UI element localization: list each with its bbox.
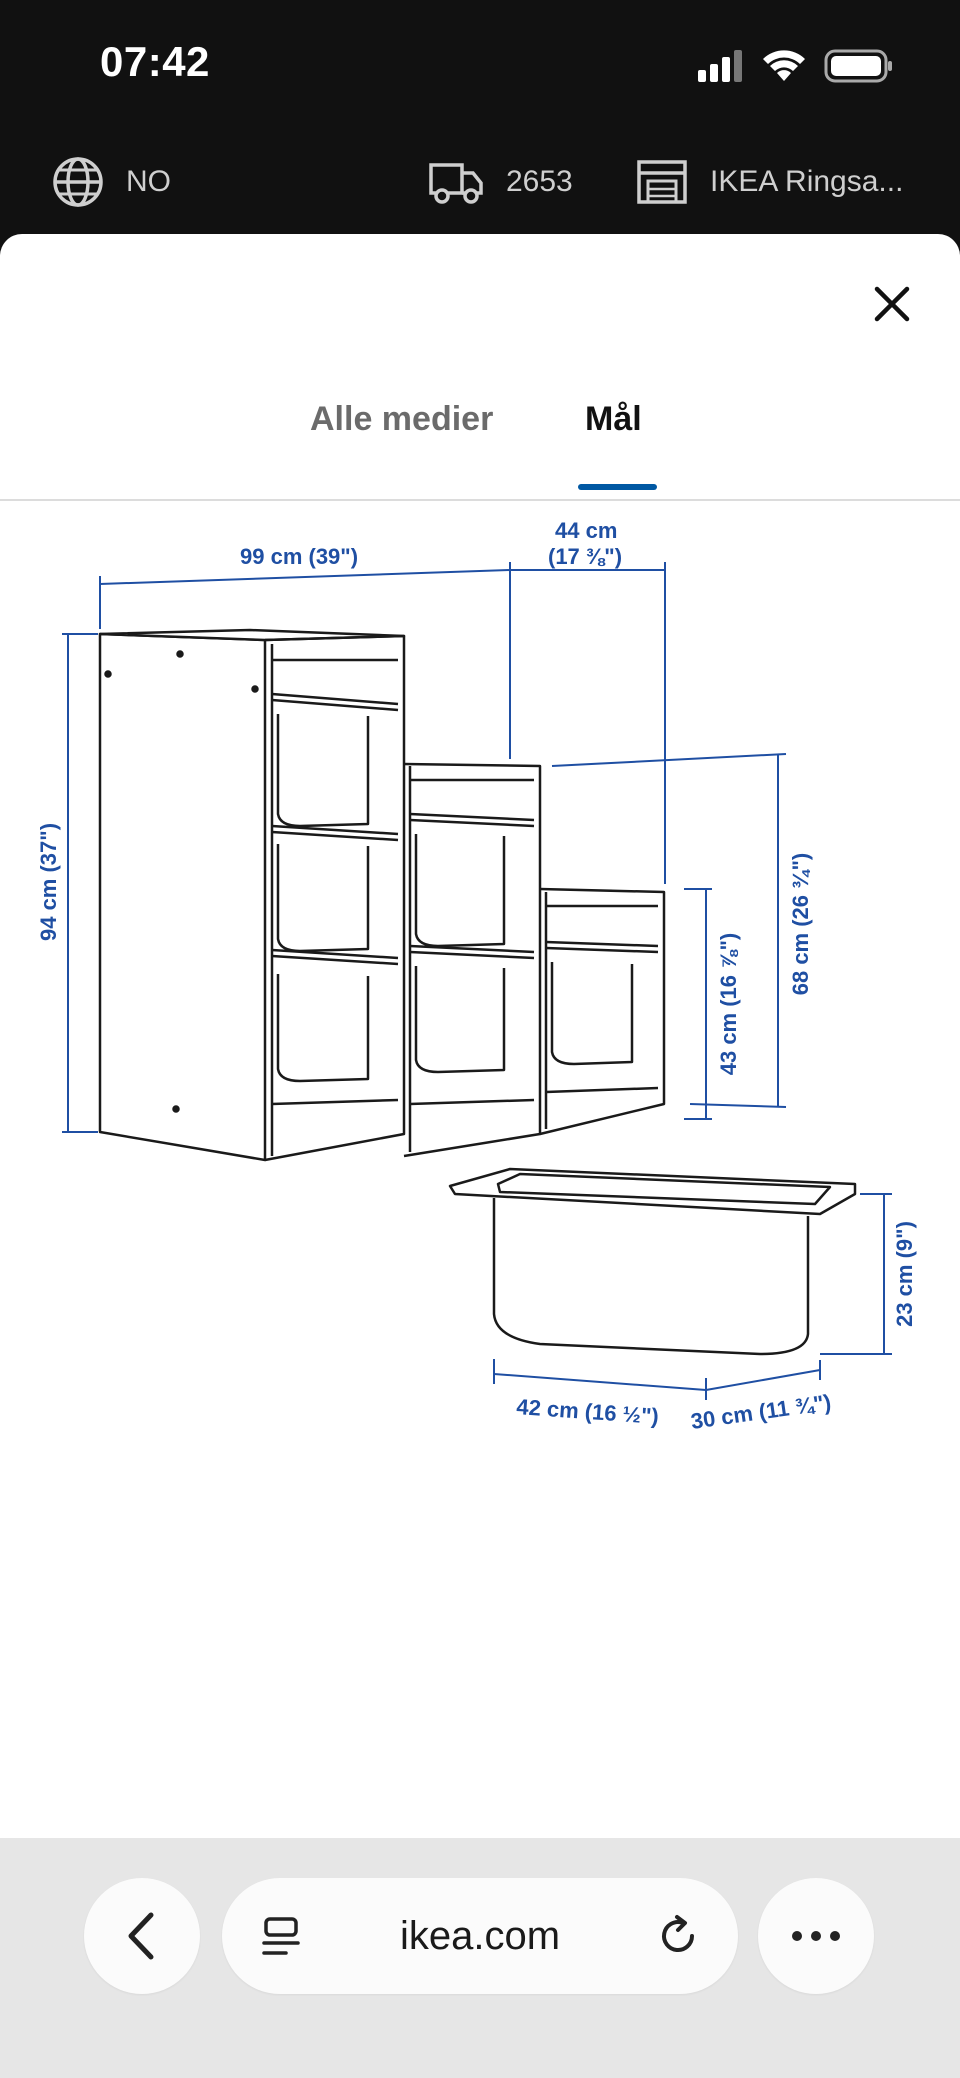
back-button[interactable] <box>84 1878 200 1994</box>
clock: 07:42 <box>100 38 210 85</box>
status-bar: 07:42 <box>0 0 960 130</box>
language-label: NO <box>126 165 171 198</box>
height-label: 94 cm (37") <box>36 823 61 941</box>
media-tabs: Alle medier Mål <box>0 384 960 502</box>
tab-all-media-label: Alle medier <box>310 400 494 438</box>
close-button[interactable] <box>862 274 922 334</box>
more-icon <box>792 1931 840 1941</box>
media-sheet: Alle medier Mål <box>0 234 960 1838</box>
ikea-top-strip: NO 2653 IKEA Ringsa... <box>0 130 960 234</box>
width-label: 99 cm (39") <box>240 544 358 569</box>
dimension-lines <box>62 562 892 1400</box>
box-width-label: 42 cm (16 ½") <box>516 1394 660 1429</box>
url-text: ikea.com <box>399 1914 561 1958</box>
store-icon <box>637 160 687 204</box>
active-tab-indicator <box>578 484 657 490</box>
reload-icon[interactable] <box>656 1914 700 1958</box>
box-depth-label: 30 cm (11 ¾") <box>689 1390 832 1434</box>
depth-label-line1: 44 cm <box>555 518 617 543</box>
browser-toolbar: ikea.com <box>0 1838 960 2078</box>
cellular-signal-icon <box>698 50 742 82</box>
storage-box-outline <box>448 1167 857 1356</box>
page-menu-icon <box>262 1917 300 1955</box>
low-height-label: 43 cm (16 ⅞") <box>716 933 741 1076</box>
delivery-truck-icon <box>429 163 483 204</box>
tab-all-media[interactable]: Alle medier <box>310 384 493 502</box>
store-selector[interactable]: IKEA Ringsa... <box>636 152 903 212</box>
dimension-drawing: 99 cm (39") 44 cm (17 ⅜") 94 cm (37") 68… <box>0 504 960 1704</box>
postcode-label: 2653 <box>506 165 573 198</box>
shelf-unit-outline <box>98 628 666 1162</box>
dimension-drawing-svg: 99 cm (39") 44 cm (17 ⅜") 94 cm (37") 68… <box>36 518 917 1434</box>
tabs-divider <box>0 499 960 501</box>
language-selector[interactable]: NO <box>52 152 171 212</box>
battery-icon <box>824 49 892 83</box>
more-button[interactable] <box>758 1878 874 1994</box>
status-icons <box>698 46 894 86</box>
tab-dimensions[interactable]: Mål <box>585 384 642 502</box>
globe-icon <box>53 157 103 207</box>
depth-label-line2: (17 ⅜") <box>548 544 622 569</box>
tab-dimensions-label: Mål <box>585 400 642 438</box>
chevron-left-icon <box>128 1912 154 1960</box>
wifi-icon <box>763 50 805 81</box>
close-icon <box>874 286 910 322</box>
delivery-postcode[interactable]: 2653 <box>428 152 573 212</box>
address-bar[interactable]: ikea.com <box>222 1878 738 1994</box>
store-label: IKEA Ringsa... <box>710 165 904 198</box>
box-height-label: 23 cm (9") <box>892 1221 917 1327</box>
middle-height-label: 68 cm (26 ¾") <box>788 853 813 996</box>
